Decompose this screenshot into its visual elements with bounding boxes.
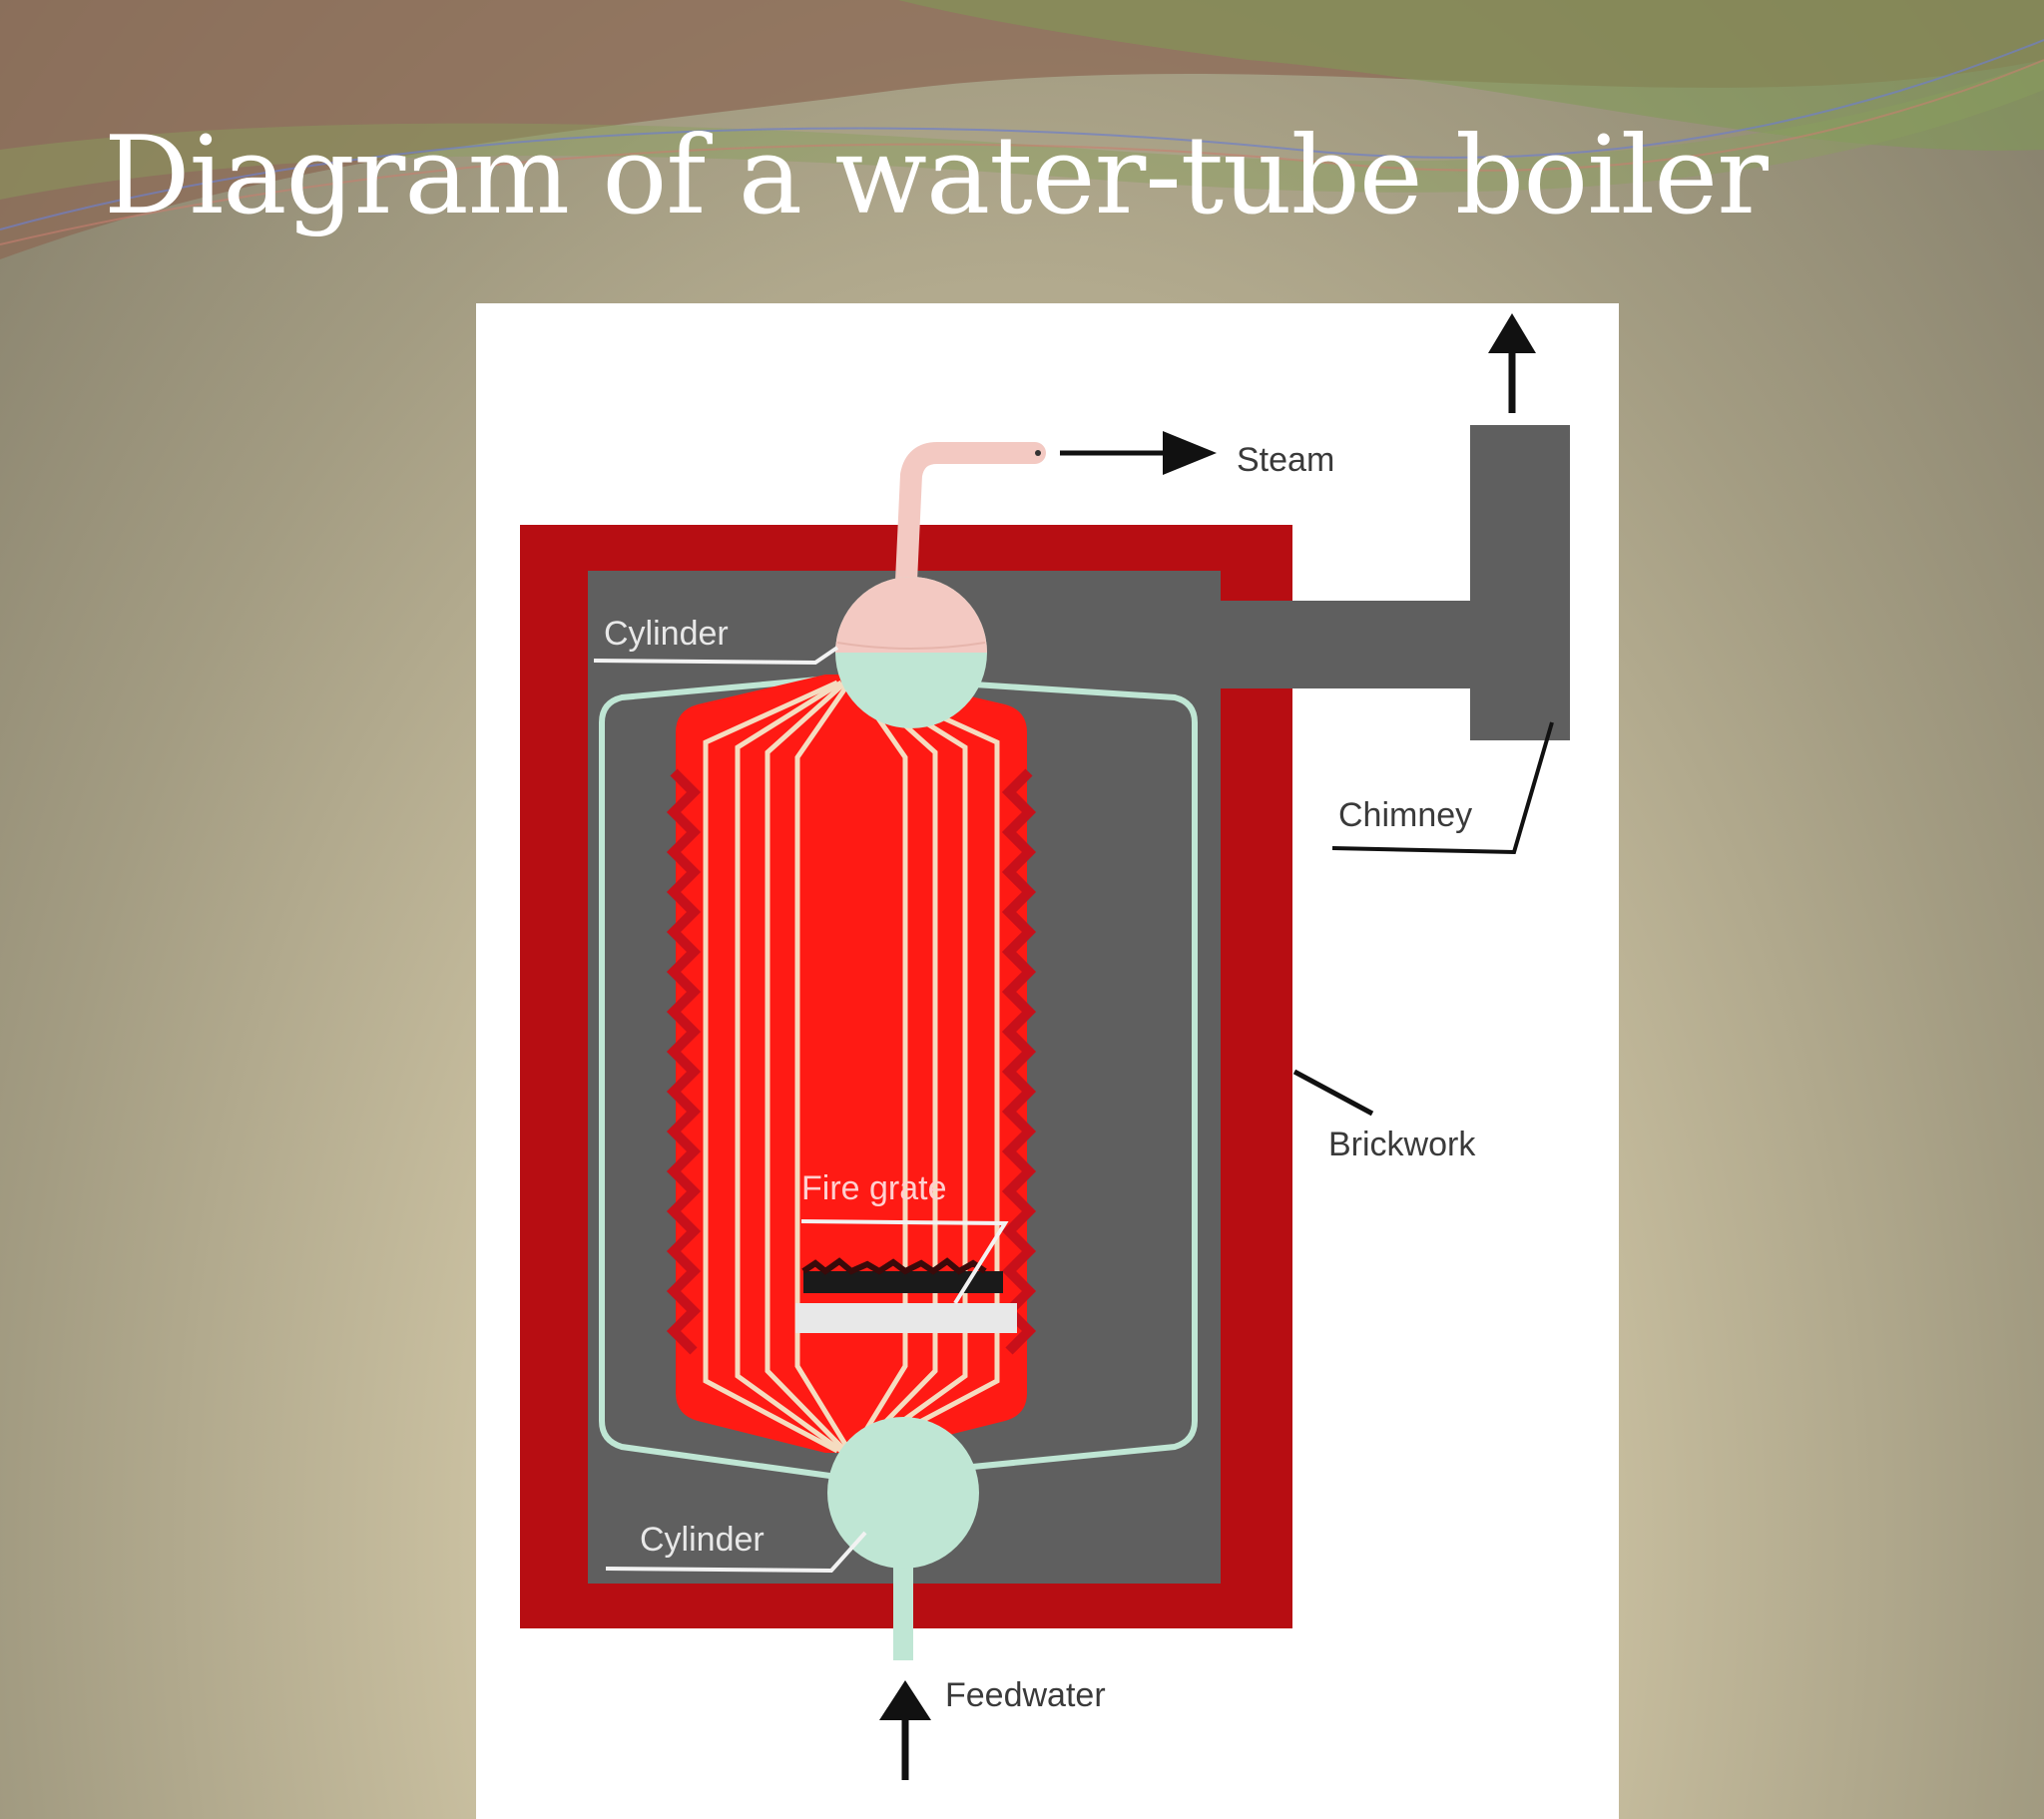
bottom-cylinder — [827, 1417, 979, 1569]
chimney — [1470, 425, 1570, 740]
furnace — [676, 675, 1027, 1453]
feedwater-arrow — [879, 1680, 931, 1780]
steam-arrow — [1060, 431, 1217, 475]
label-top-cylinder: Cylinder — [604, 615, 729, 653]
flue-duct — [1215, 601, 1444, 688]
outer-water-tube — [599, 674, 852, 1482]
zigzag-left — [666, 768, 702, 1355]
top-cylinder — [835, 577, 987, 728]
boiler-diagram-graphic — [520, 313, 1570, 1780]
label-feedwater: Feedwater — [945, 1676, 1106, 1714]
steam-pipe — [894, 442, 1046, 614]
label-bottom-cylinder: Cylinder — [640, 1521, 765, 1559]
leader-top-cylinder — [593, 646, 839, 666]
label-chimney: Chimney — [1338, 796, 1473, 834]
boiler-diagram: Steam Cylinder Chimney Brickwork Fire gr… — [476, 303, 1619, 1819]
leader-fire-grate — [800, 1219, 1009, 1305]
zigzag-right — [1001, 768, 1037, 1355]
exhaust-arrow — [1488, 313, 1536, 413]
label-fire-grate: Fire grate — [801, 1169, 947, 1207]
leader-bottom-cylinder — [605, 1531, 867, 1574]
fire-grate-bar — [795, 1303, 1017, 1333]
label-steam: Steam — [1237, 441, 1335, 479]
label-brickwork: Brickwork — [1328, 1126, 1476, 1163]
leader-brickwork — [1292, 1069, 1374, 1117]
slide-title: Diagram of a water-tube boiler — [104, 114, 1769, 238]
leader-chimney — [1331, 721, 1554, 855]
fuel-bed — [803, 1271, 1003, 1293]
